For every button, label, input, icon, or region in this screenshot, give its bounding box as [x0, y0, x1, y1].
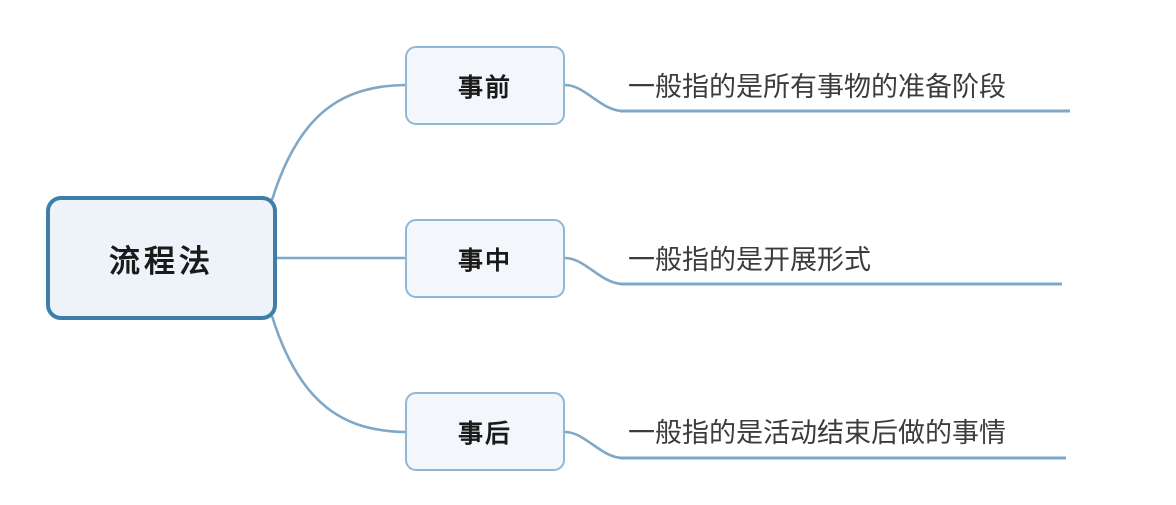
root-node-label: 流程法	[109, 243, 214, 279]
connector-branch-1-to-leaf-1	[564, 256, 623, 286]
connector-root-to-branch-0	[270, 83, 406, 201]
root-node[interactable]: 流程法	[46, 196, 277, 320]
connector-branch-2-to-leaf-2	[564, 430, 623, 460]
connector-root-to-branch-2	[270, 315, 406, 434]
branch-node-0[interactable]: 事前	[405, 46, 565, 125]
connector-branch-0-to-leaf-0	[564, 83, 623, 113]
leaf-text-0[interactable]: 一般指的是所有事物的准备阶段	[628, 72, 1006, 102]
leaf-text-2[interactable]: 一般指的是活动结束后做的事情	[628, 418, 1006, 448]
branch-node-0-label: 事前	[457, 73, 512, 102]
branch-node-2-label: 事后	[457, 419, 512, 448]
branch-node-1[interactable]: 事中	[405, 219, 565, 298]
leaf-text-1[interactable]: 一般指的是开展形式	[628, 245, 871, 275]
branch-node-2[interactable]: 事后	[405, 392, 565, 471]
branch-node-1-label: 事中	[457, 246, 512, 275]
